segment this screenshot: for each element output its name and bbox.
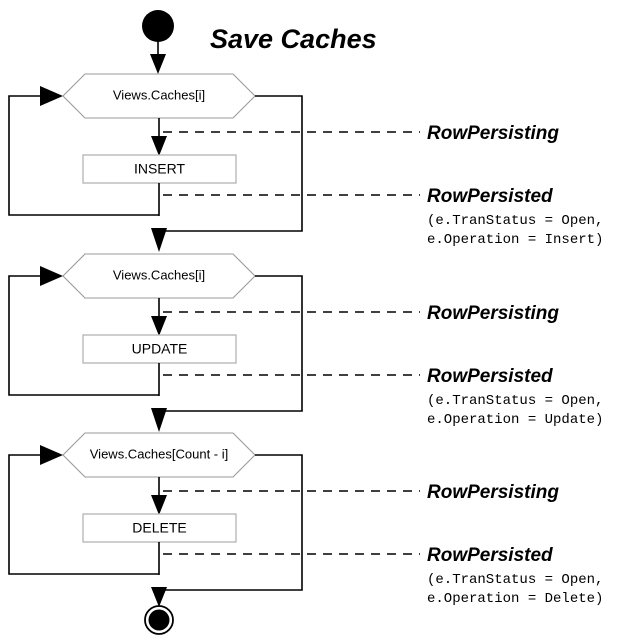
event-detail-line2-delete: e.Operation = Delete) — [427, 591, 603, 607]
section3-to-end-arrowhead — [151, 587, 167, 607]
event-label-persisted-delete: RowPersisted — [427, 545, 553, 566]
node-to-action-arrowhead-delete — [151, 495, 167, 515]
action-box-delete — [82, 513, 237, 543]
section2-to-section3-arrowhead — [151, 408, 167, 432]
loopback-arrowhead-insert — [40, 86, 63, 106]
event-detail-line1-insert: (e.TranStatus = Open, — [427, 213, 603, 229]
loop-node-label-update: Views.Caches[i] — [113, 267, 205, 282]
section-update: Views.Caches[i] UPDATE RowPersisting Row… — [8, 253, 603, 432]
event-detail-line2-update: e.Operation = Update) — [427, 412, 603, 428]
end-node-ring — [144, 605, 174, 635]
loopback-arrowhead-delete — [40, 445, 63, 465]
event-label-persisted-insert: RowPersisted — [427, 186, 553, 207]
loopback-path-insert — [8, 95, 159, 216]
event-label-persisting-delete: RowPersisting — [427, 482, 559, 503]
end-node — [148, 609, 170, 631]
event-label-persisting-update: RowPersisting — [427, 303, 559, 324]
node-to-action-arrowhead-update — [151, 316, 167, 336]
bypass-path-insert — [159, 95, 303, 232]
action-label-update: UPDATE — [132, 341, 188, 357]
action-label-delete: DELETE — [132, 520, 186, 536]
loop-node-label-delete: Views.Caches[Count - i] — [90, 446, 229, 461]
event-detail-line2-insert: e.Operation = Insert) — [427, 232, 603, 248]
page-title: Save Caches — [210, 24, 377, 54]
loopback-path-update — [8, 275, 159, 396]
event-detail-line1-delete: (e.TranStatus = Open, — [427, 572, 603, 588]
event-label-persisted-update: RowPersisted — [427, 366, 553, 387]
bypass-path-delete — [159, 454, 303, 591]
event-label-persisting-insert: RowPersisting — [427, 123, 559, 144]
loopback-path-delete — [8, 454, 159, 575]
start-arrowhead — [150, 54, 166, 74]
start-node — [142, 10, 174, 42]
event-detail-line1-update: (e.TranStatus = Open, — [427, 393, 603, 409]
section-delete: Views.Caches[Count - i] DELETE RowPersis… — [8, 432, 603, 607]
section-insert: Views.Caches[i] INSERT RowPersisting Row… — [8, 73, 603, 252]
loopback-arrowhead-update — [40, 266, 63, 286]
bypass-path-update — [159, 275, 303, 412]
loop-node-label-insert: Views.Caches[i] — [113, 87, 205, 102]
action-box-insert — [82, 154, 237, 184]
section1-to-section2-arrowhead — [151, 228, 167, 252]
node-to-action-arrowhead-insert — [151, 136, 167, 156]
action-label-insert: INSERT — [134, 161, 186, 177]
